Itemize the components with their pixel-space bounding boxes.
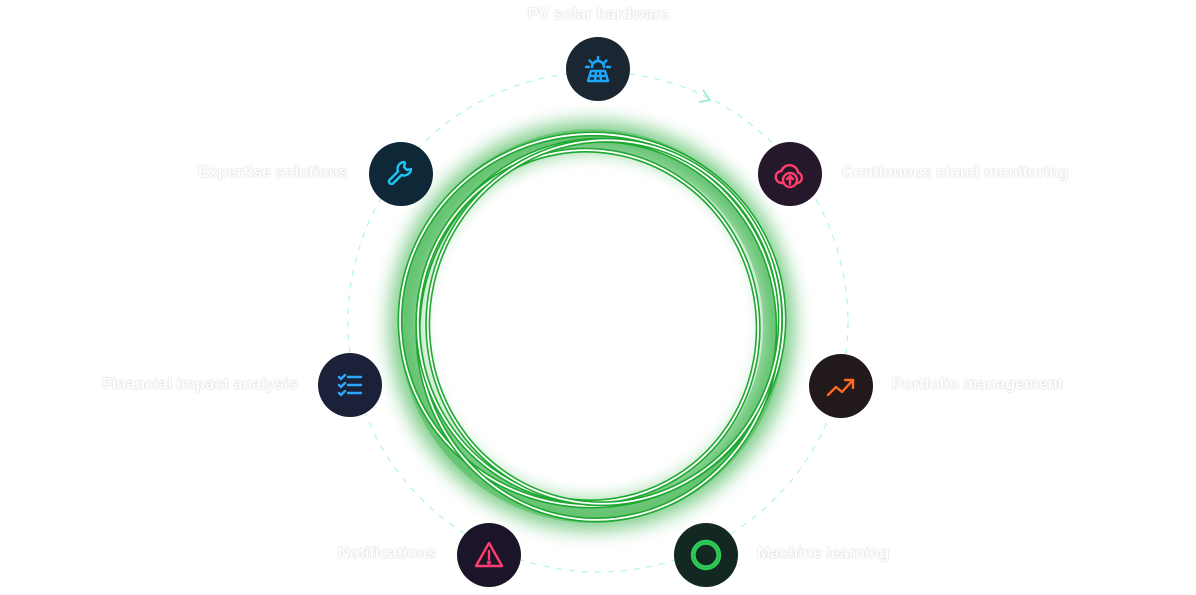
feature-label-expertise-solutions: Expertise solutions xyxy=(198,164,348,181)
feature-label-continuous-cloud-monitoring: Continuous cloud monitoring xyxy=(842,164,1069,181)
checklist-icon xyxy=(332,367,368,403)
feature-node-machine-learning[interactable] xyxy=(674,523,738,587)
ring-strands xyxy=(397,131,787,523)
cloud-upload-icon xyxy=(772,156,808,192)
feature-node-financial-impact-analysis[interactable] xyxy=(318,353,382,417)
orbit-path xyxy=(347,71,849,573)
wrench-icon xyxy=(383,156,419,192)
feature-node-expertise-solutions[interactable] xyxy=(369,142,433,206)
ring-strand xyxy=(415,147,761,505)
feature-node-continuous-cloud-monitoring[interactable] xyxy=(758,142,822,206)
feature-label-machine-learning: Machine learning xyxy=(757,545,890,562)
ring-icon xyxy=(688,537,724,573)
warning-icon xyxy=(471,537,507,573)
feature-label-financial-impact-analysis: Financial impact analysis xyxy=(102,376,298,393)
center-ring xyxy=(389,121,795,531)
orbit-arrow-icon xyxy=(698,89,712,103)
ring-strand xyxy=(425,137,783,507)
feature-node-portfolio-management[interactable] xyxy=(809,354,873,418)
ring-strand-highlight xyxy=(426,139,782,505)
feature-label-pv-solar-hardware: PV solar hardware xyxy=(527,6,669,23)
feature-node-pv-solar-hardware[interactable] xyxy=(566,37,630,101)
ring-strand-highlight xyxy=(416,149,760,503)
trending-up-icon xyxy=(823,368,859,404)
feature-node-notifications[interactable] xyxy=(457,523,521,587)
solar-panel-icon xyxy=(580,51,616,87)
feature-label-notifications: Notifications xyxy=(338,545,437,562)
feature-label-portfolio-management: Portfolio management xyxy=(892,376,1063,393)
